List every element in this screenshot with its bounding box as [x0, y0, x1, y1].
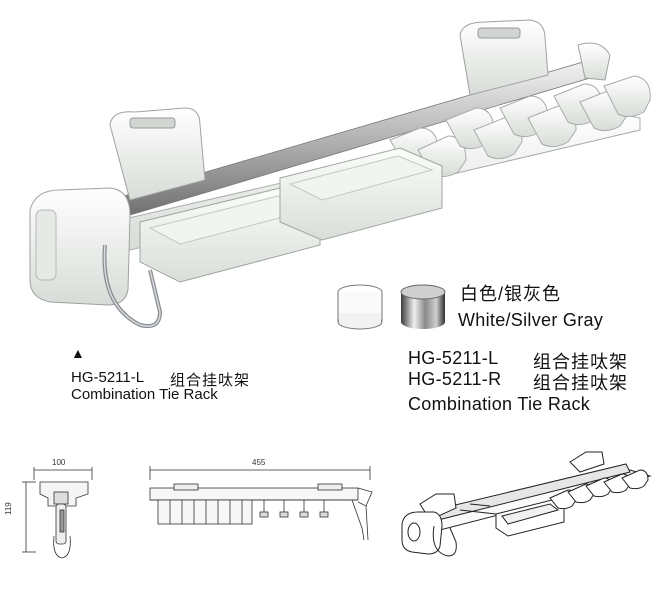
- white-swatch: [337, 284, 383, 330]
- front-view-drawing: [149, 466, 373, 541]
- color-name-cn: 白色/银灰色: [460, 284, 562, 304]
- right-model-r: HG-5211-R: [408, 369, 502, 389]
- silver-swatch: [400, 284, 446, 329]
- end-cap-left-grip: [35, 209, 57, 281]
- product-photo: [29, 19, 651, 329]
- dim-side-width: 100: [52, 458, 66, 467]
- mount-bracket-left: [109, 107, 206, 201]
- triangle-marker-icon: ▲: [71, 345, 85, 361]
- left-name-cn: 组合挂呔架: [170, 372, 251, 389]
- color-name-en: White/Silver Gray: [458, 310, 604, 330]
- right-name-cn-r: 组合挂呔架: [533, 373, 628, 393]
- tray-right: [279, 147, 443, 241]
- dim-front-width: 455: [252, 458, 266, 467]
- mount-slot-left: [129, 117, 176, 129]
- perspective-drawing: [401, 451, 652, 557]
- left-name-en: Combination Tie Rack: [71, 386, 218, 403]
- end-cap-right: [577, 42, 611, 81]
- right-name-en: Combination Tie Rack: [408, 394, 591, 414]
- left-model-number: HG-5211-L: [71, 369, 145, 386]
- mount-bracket-right: [459, 19, 549, 96]
- side-view-drawing: [22, 467, 93, 559]
- mount-slot-right: [477, 27, 521, 39]
- dim-side-height: 119: [4, 502, 13, 515]
- right-name-cn-l: 组合挂呔架: [533, 352, 628, 372]
- right-model-l: HG-5211-L: [408, 348, 499, 368]
